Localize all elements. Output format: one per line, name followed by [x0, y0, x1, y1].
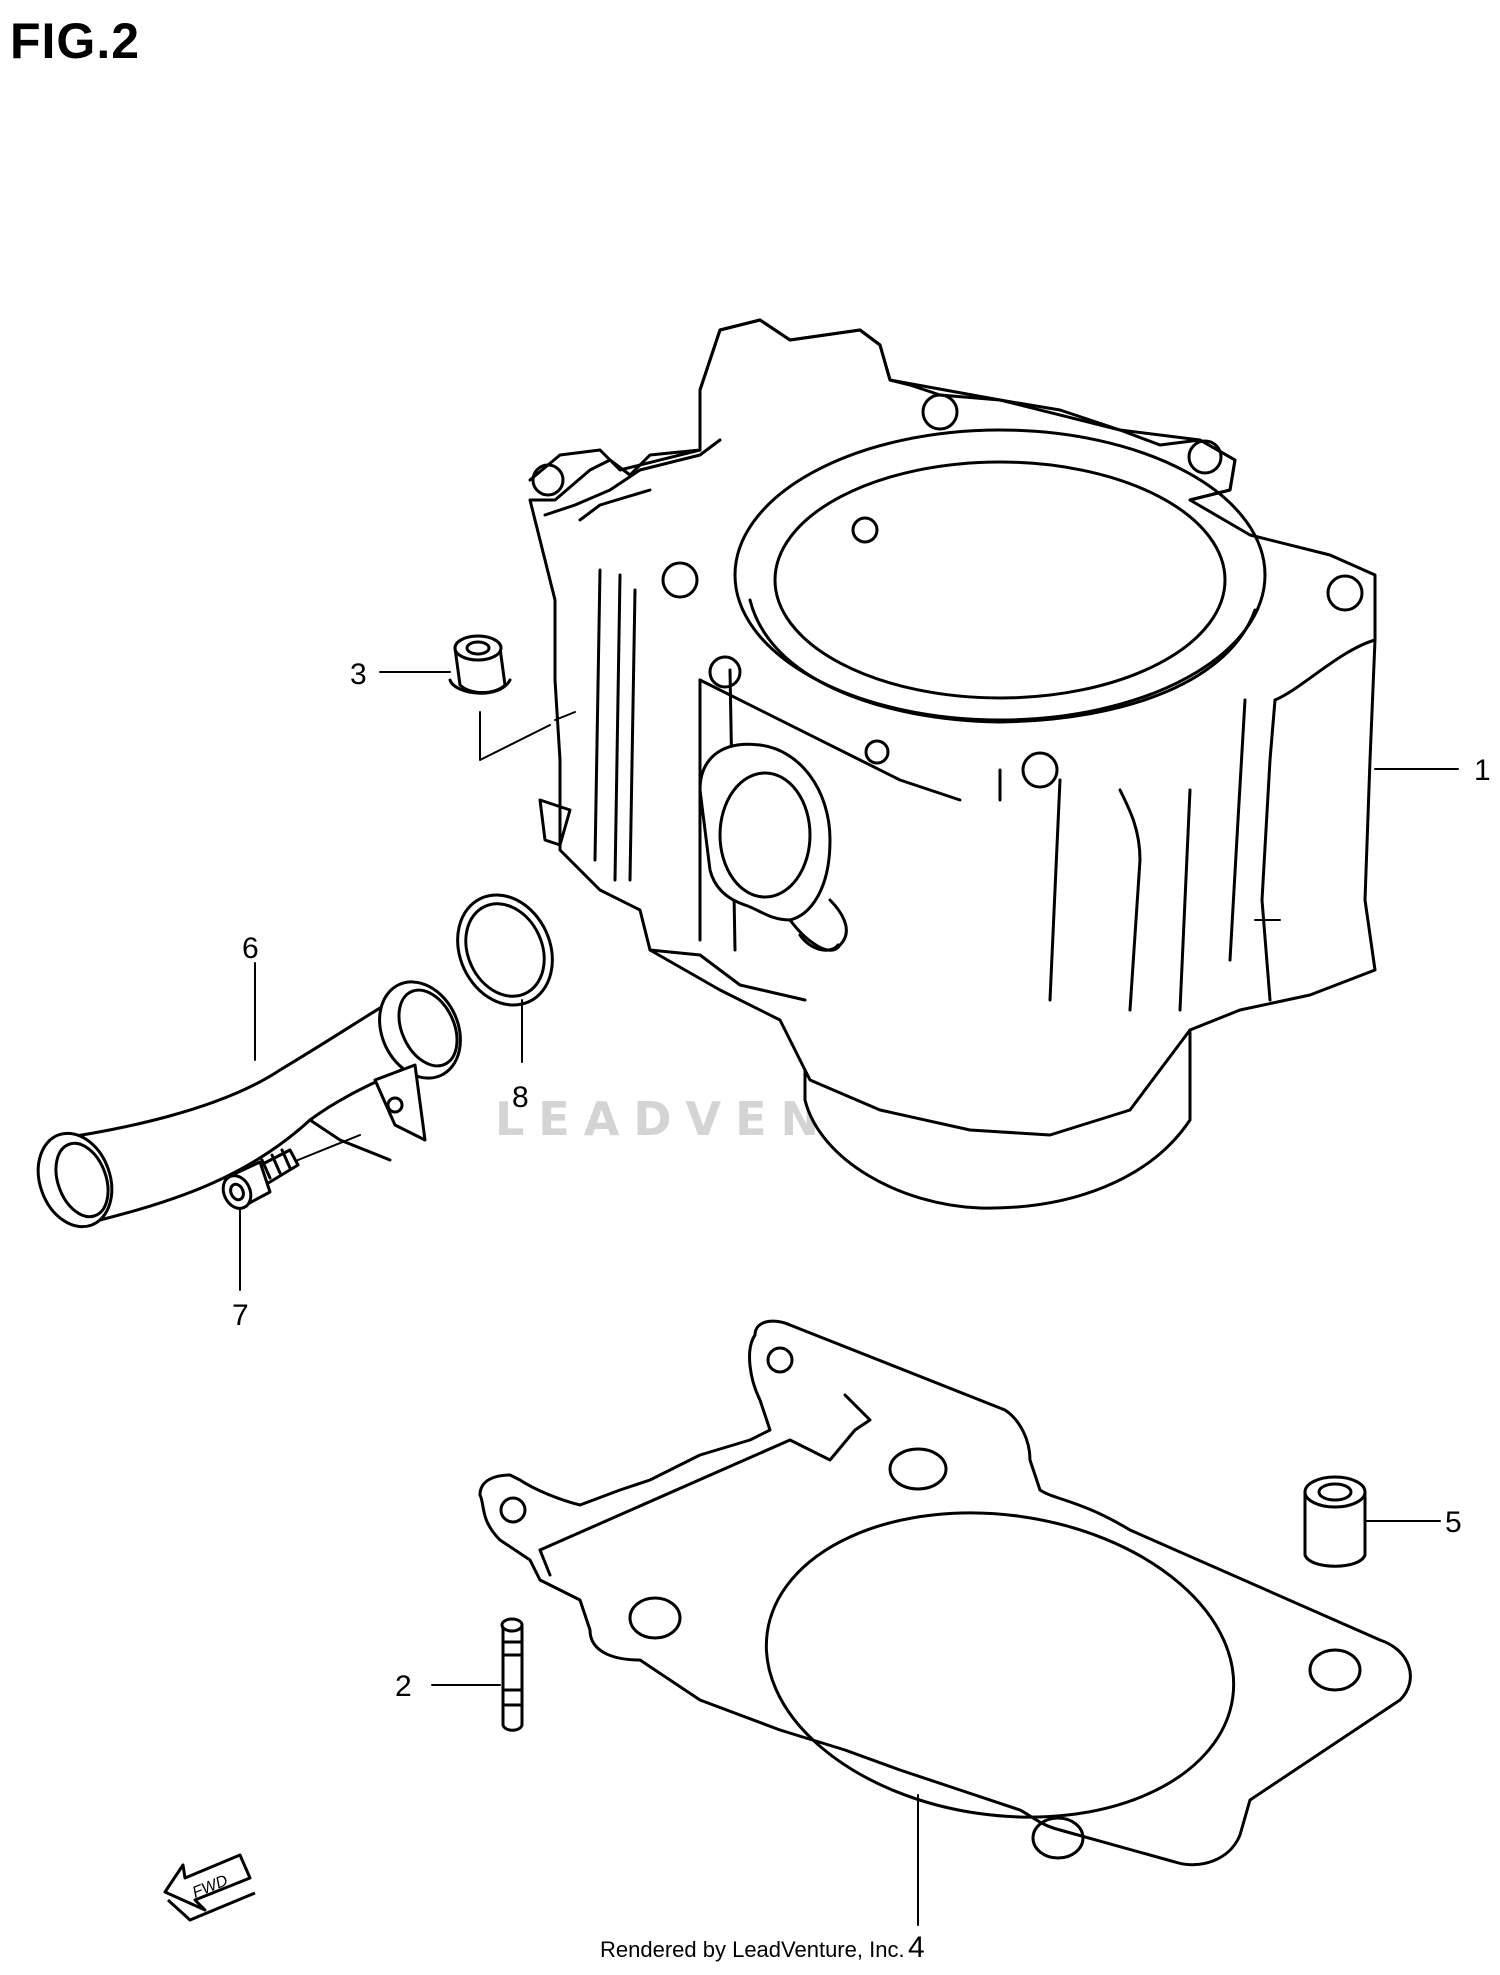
- stud-part-2[interactable]: [500, 1617, 524, 1732]
- footer-credit: Rendered by LeadVenture, Inc.: [600, 1937, 905, 1962]
- fwd-arrow-icon: FWD: [163, 1853, 256, 1922]
- callout-1: 1: [1474, 754, 1491, 787]
- callout-3: 3: [350, 658, 367, 691]
- callout-2: 2: [395, 1670, 412, 1703]
- nut-part-3[interactable]: [448, 634, 512, 695]
- leader-part-7-to-pipe: [297, 1134, 361, 1161]
- callout-8: 8: [512, 1081, 529, 1114]
- cylinder-part-1[interactable]: [528, 318, 1377, 1210]
- bolt-part-7[interactable]: [218, 1148, 300, 1213]
- callout-7: 7: [232, 1299, 249, 1332]
- dowel-sleeve-part-5[interactable]: [1303, 1475, 1367, 1568]
- leader-part-3-to-cylinder: [479, 711, 551, 761]
- intake-pipe-part-6[interactable]: [26, 969, 476, 1237]
- gasket-part-4[interactable]: [478, 1319, 1412, 1867]
- figure-title: FIG.2: [10, 13, 141, 69]
- callout-6: 6: [242, 932, 259, 965]
- callout-5: 5: [1445, 1506, 1462, 1539]
- callout-4: 4: [908, 1931, 925, 1964]
- o-ring-part-8[interactable]: [440, 879, 570, 1020]
- leader-part-3-dash: [554, 711, 576, 721]
